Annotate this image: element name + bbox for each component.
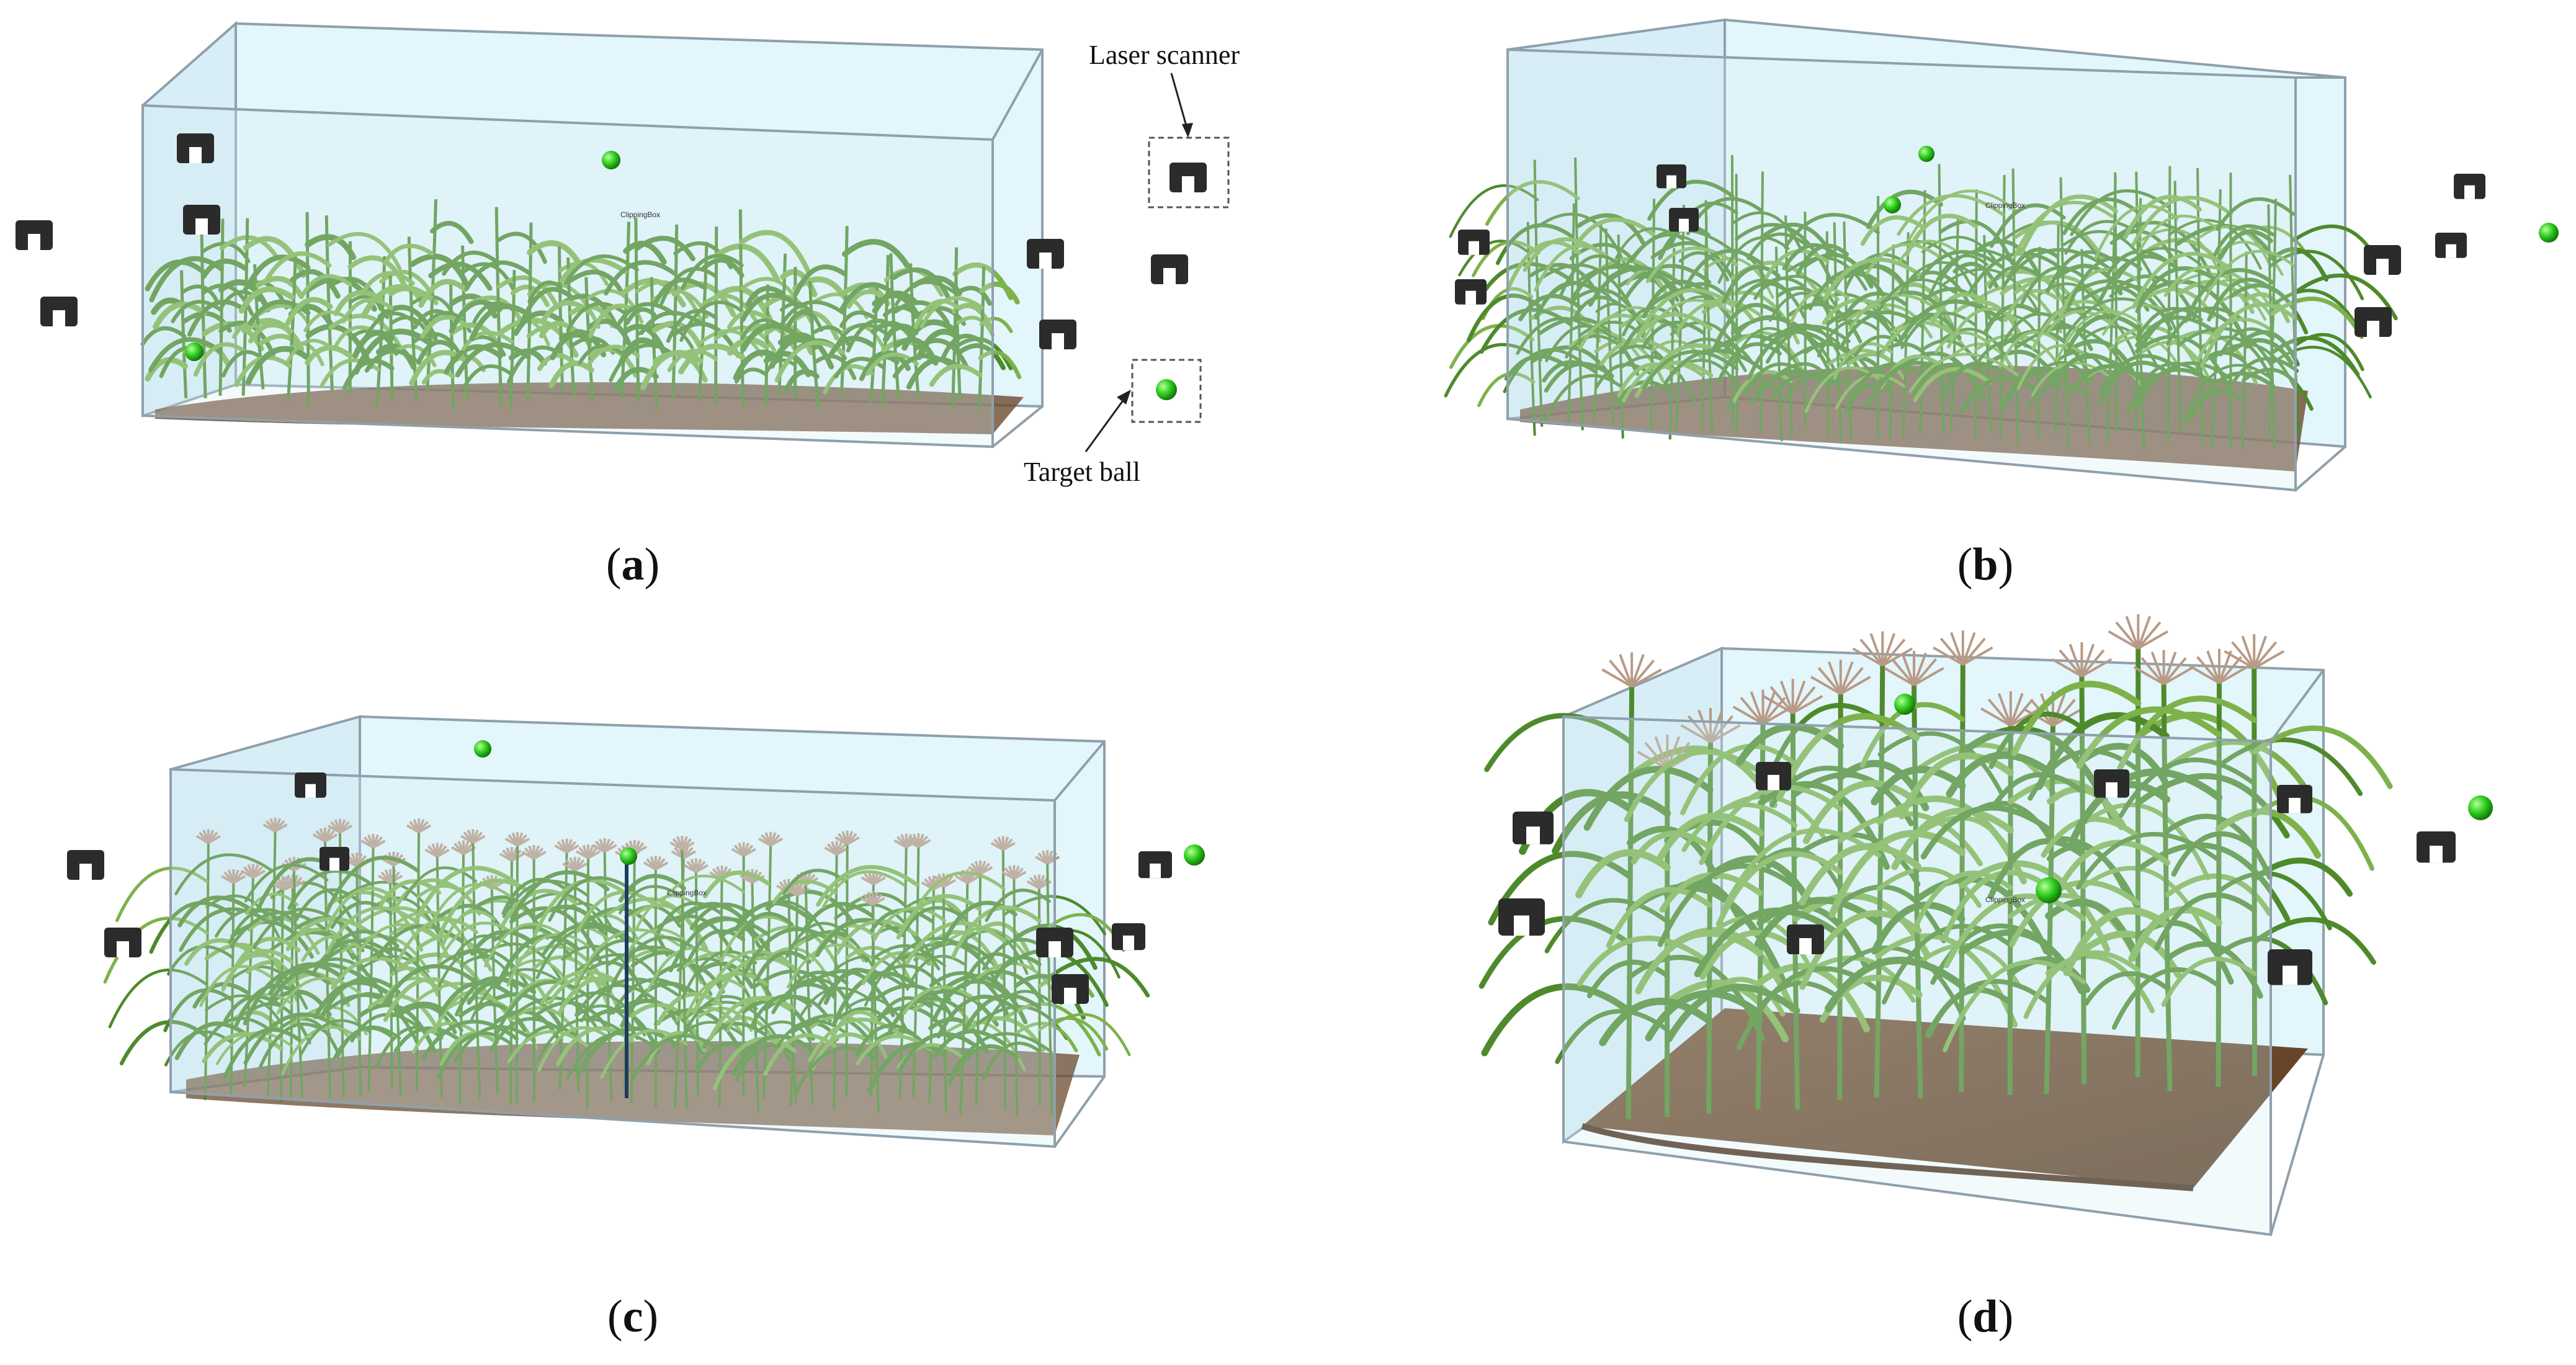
target-ball-icon bbox=[2036, 877, 2062, 903]
laser-scanner-icon bbox=[183, 205, 220, 235]
laser-scanner-icon bbox=[1138, 851, 1172, 879]
laser-scanner-icon bbox=[1039, 320, 1076, 349]
target-ball-icon bbox=[474, 740, 491, 758]
target-ball-icon bbox=[620, 848, 637, 865]
laser-scanner-icon bbox=[1036, 928, 1073, 957]
soil-strip bbox=[155, 382, 1024, 434]
laser-scanner-icon bbox=[2435, 233, 2467, 258]
clipping-box-tag: ClippingBox bbox=[1985, 895, 2025, 904]
panel-b: ClippingBox bbox=[1444, 18, 2559, 492]
clipping-box-front bbox=[169, 768, 1056, 1148]
laser-scanner-icon bbox=[2417, 831, 2456, 863]
panel-c: ClippingBox bbox=[67, 715, 1205, 1148]
clipping-box-tag: ClippingBox bbox=[1985, 201, 2025, 210]
laser-scanner-label: Laser scanner bbox=[1089, 40, 1240, 70]
laser-scanner-icon bbox=[16, 220, 53, 250]
panel-d: ClippingBox bbox=[1478, 614, 2493, 1237]
panel-a: ClippingBox Laser scanner Target ball bbox=[16, 20, 1240, 487]
laser-scanner-icon bbox=[1669, 208, 1699, 232]
laser-scanner-icon bbox=[1513, 812, 1554, 844]
panel-caption-b: (b) bbox=[1957, 539, 2014, 590]
laser-scanner-icon bbox=[2277, 785, 2312, 813]
panel-caption-a: (a) bbox=[606, 539, 660, 590]
laser-scanner-icon bbox=[1455, 279, 1487, 305]
plant-row bbox=[140, 199, 1022, 411]
target-ball-arrow bbox=[1085, 394, 1129, 452]
target-ball-icon bbox=[602, 151, 620, 169]
target-ball-icon bbox=[1894, 694, 1915, 715]
laser-scanner-icon bbox=[1027, 239, 1064, 269]
laser-scanner-icon bbox=[320, 847, 349, 871]
target-ball-icon bbox=[2468, 795, 2493, 820]
laser-scanner-icon bbox=[1112, 923, 1145, 951]
target-ball-icon bbox=[1884, 196, 1901, 213]
laser-scanner-icon bbox=[1458, 230, 1490, 255]
panel-caption-d: (d) bbox=[1957, 1291, 2014, 1342]
scanner-highlight-box bbox=[1148, 136, 1230, 208]
laser-scanner-icon bbox=[2454, 174, 2485, 199]
laser-scanner-icon bbox=[1169, 163, 1207, 192]
panel-caption-c: (c) bbox=[607, 1291, 659, 1342]
soil-bed bbox=[1582, 1008, 2308, 1188]
clipping-box-front bbox=[1562, 715, 2272, 1237]
laser-scanner-icon bbox=[1657, 164, 1686, 189]
laser-scanner-icon bbox=[2364, 245, 2401, 275]
target-ball-icon bbox=[2539, 223, 2559, 243]
laser-scanner-icon bbox=[177, 133, 214, 163]
laser-scanner-icon bbox=[1052, 974, 1089, 1004]
laser-scanner-icon bbox=[2268, 949, 2312, 985]
clipping-box-tag: ClippingBox bbox=[667, 888, 707, 897]
plant-row bbox=[1444, 154, 2398, 450]
clipping-box-tag: ClippingBox bbox=[620, 210, 660, 219]
laser-scanner-icon bbox=[1151, 254, 1188, 284]
laser-scanner-icon bbox=[40, 297, 78, 326]
laser-scanner-icon bbox=[67, 850, 104, 880]
target-ball-icon bbox=[1184, 844, 1205, 866]
target-ball-icon bbox=[185, 342, 203, 361]
target-ball-icon bbox=[1918, 146, 1934, 162]
laser-scanner-icon bbox=[2355, 307, 2392, 337]
laser-scanner-icon bbox=[1756, 762, 1791, 790]
laser-scanner-icon bbox=[1498, 898, 1545, 936]
laser-scanner-icon bbox=[2094, 769, 2129, 798]
target-ball-label: Target ball bbox=[1024, 457, 1140, 487]
clipping-box-front bbox=[1506, 48, 2297, 492]
laser-scanner-icon bbox=[104, 928, 141, 957]
laser-scanner-arrow bbox=[1170, 73, 1189, 133]
clipping-box-front bbox=[141, 104, 994, 449]
target-ball-icon bbox=[1156, 379, 1177, 400]
laser-scanner-icon bbox=[1787, 924, 1824, 954]
laser-scanner-icon bbox=[295, 772, 326, 798]
